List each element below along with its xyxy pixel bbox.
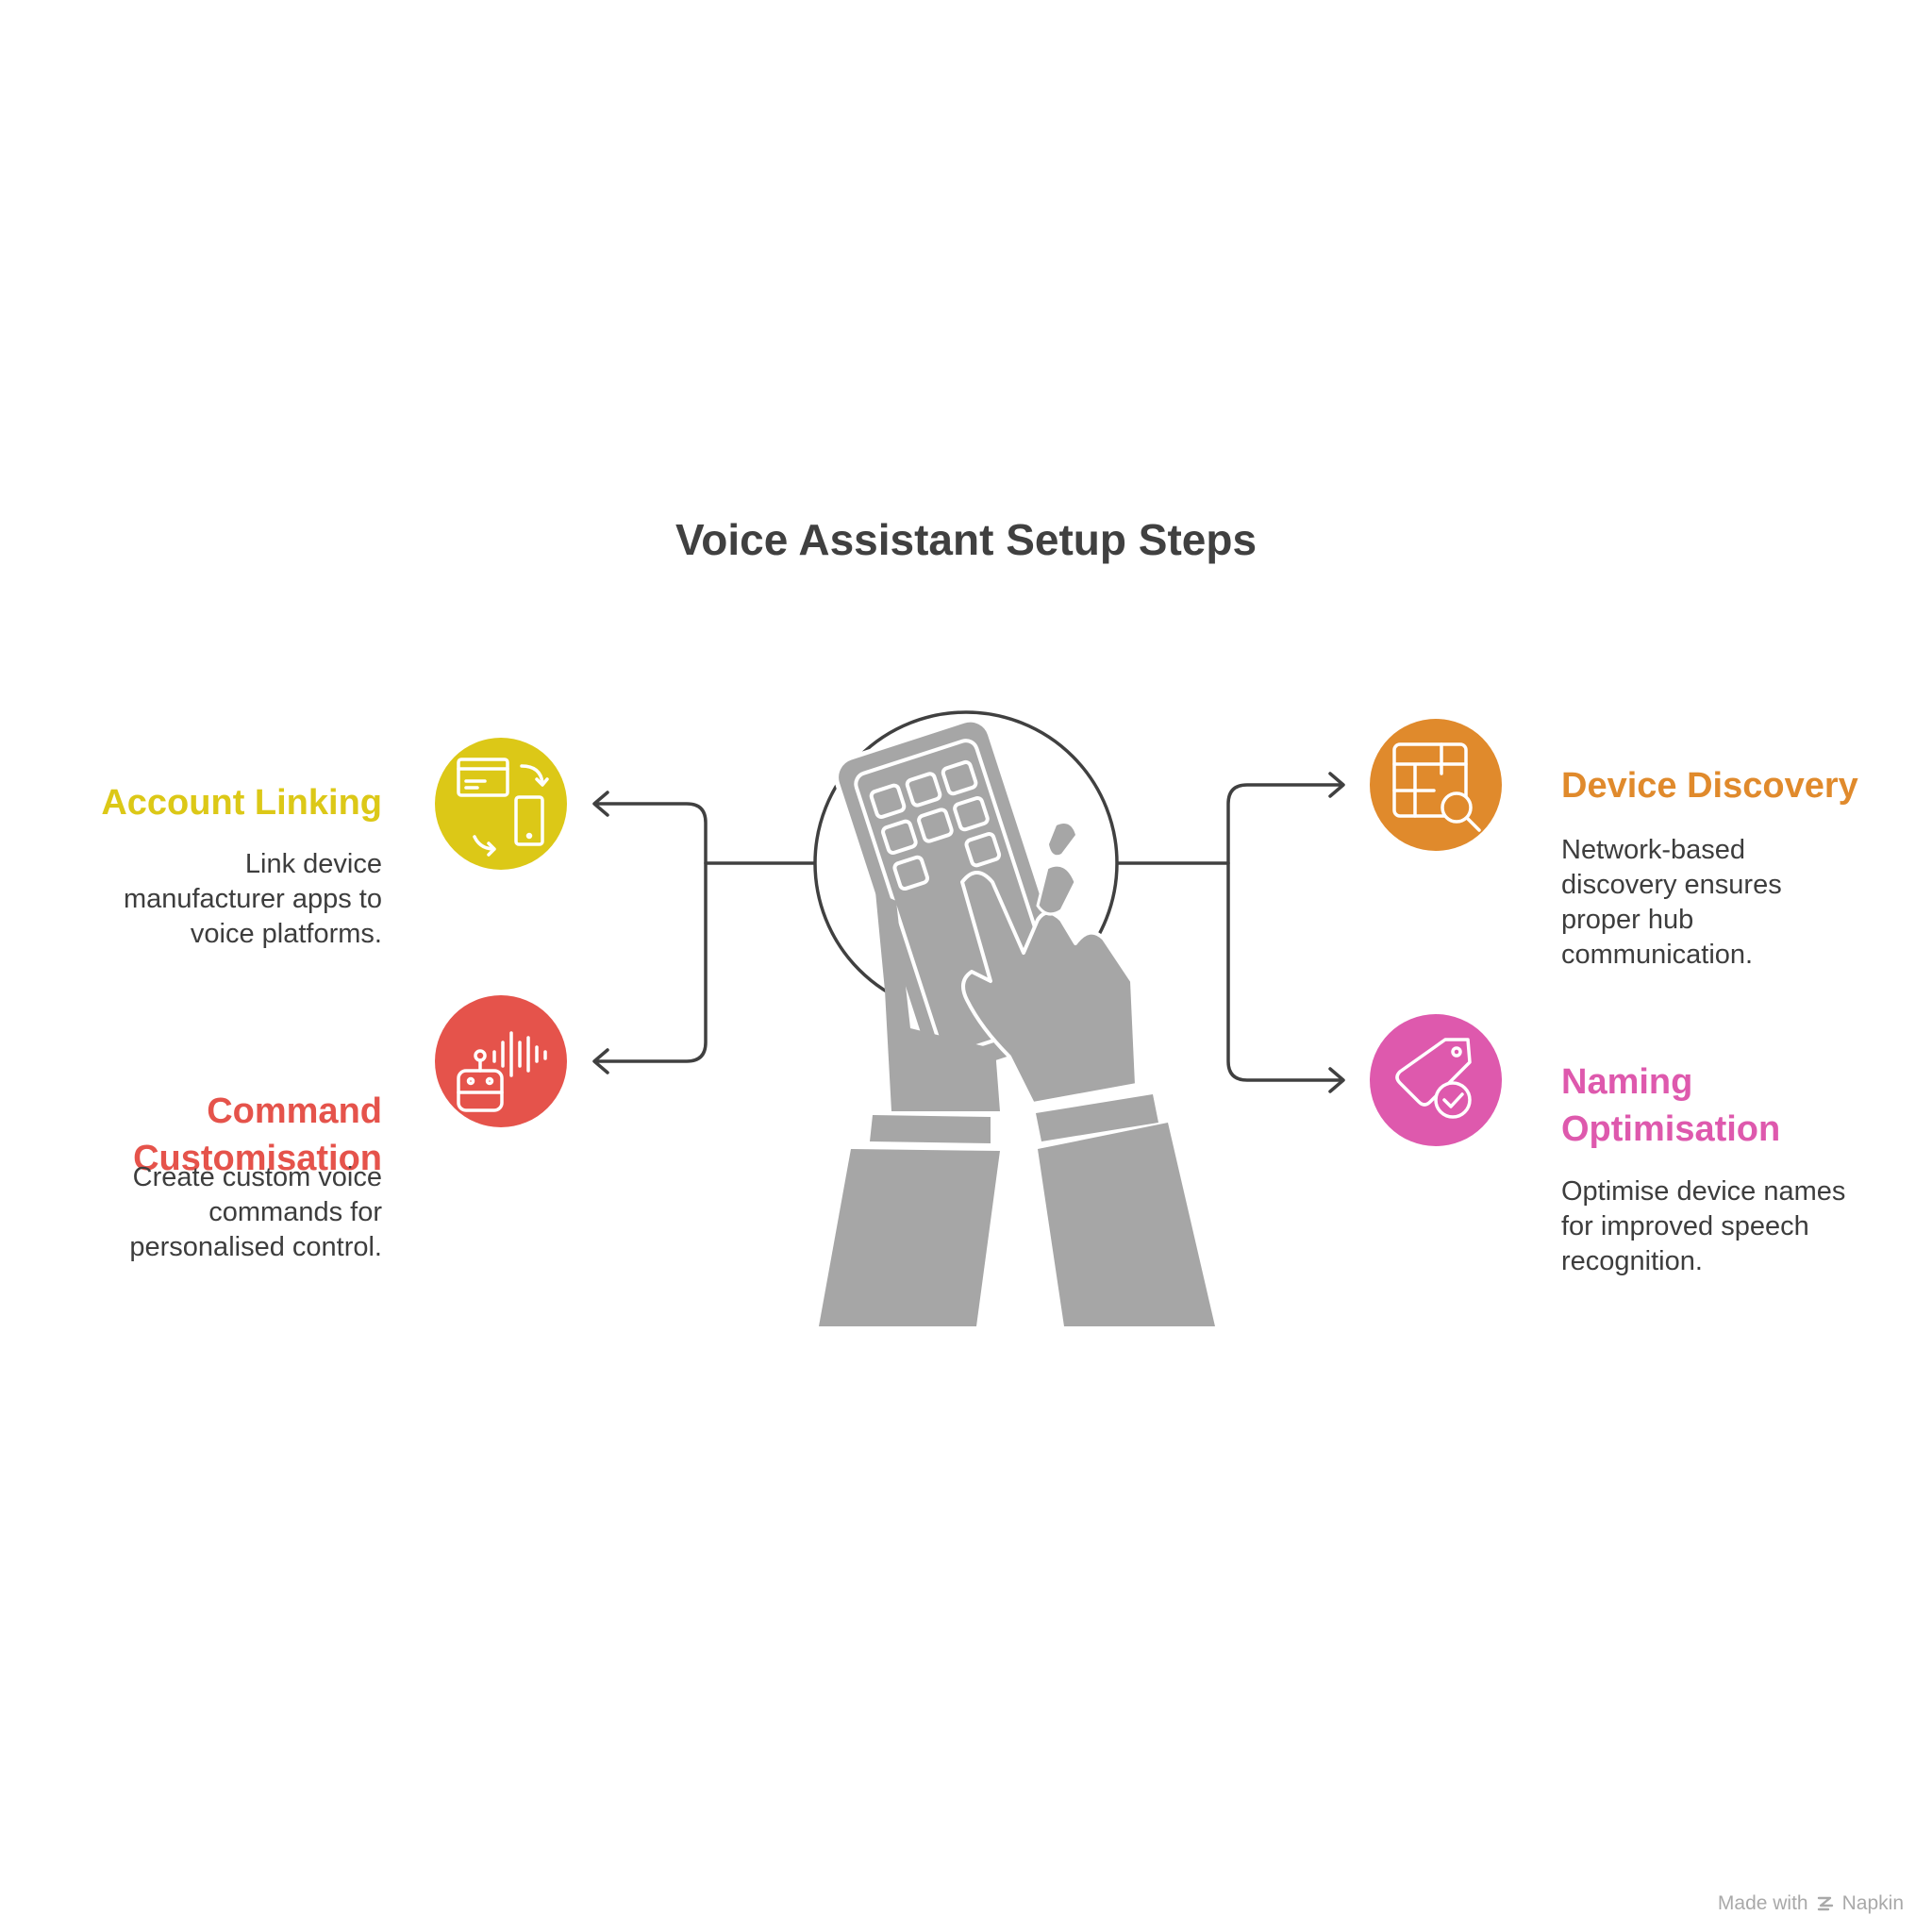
page-title: Voice Assistant Setup Steps: [675, 515, 1257, 564]
voice-robot-icon: [435, 995, 567, 1127]
footer-brand: Napkin: [1841, 1892, 1904, 1914]
heading-account-linking: Account Linking: [101, 783, 382, 823]
hands-keypad-icon: [813, 710, 1215, 1326]
heading-device-discovery: Device Discovery: [1561, 766, 1858, 806]
arrow-naming-optimisation: [1328, 1067, 1345, 1093]
device-sync-icon: [435, 738, 567, 870]
connector-right-branch: [1226, 783, 1343, 1082]
desc-command-customisation: Create custom voice commands for persona…: [129, 1162, 382, 1262]
arrow-command-customisation: [592, 1048, 609, 1074]
arrow-account-linking: [592, 791, 609, 817]
connectors: [592, 772, 1345, 1093]
heading-naming-optimisation: Naming Optimisation: [1561, 1062, 1781, 1149]
desc-naming-optimisation: Optimise device names for improved speec…: [1561, 1176, 1846, 1276]
tag-check-icon: [1370, 1014, 1502, 1146]
desc-device-discovery: Network-based discovery ensures proper h…: [1561, 835, 1782, 970]
desc-account-linking: Link device manufacturer apps to voice p…: [123, 849, 382, 949]
connector-left-branch: [594, 802, 708, 1063]
napkin-logo-icon: [1817, 1896, 1833, 1911]
heading-command-customisation-text: Command Customisation: [133, 1091, 382, 1178]
grid-search-icon: [1370, 719, 1502, 851]
footer-made-with: Made with: [1717, 1892, 1808, 1914]
heading-command-customisation: Command Customisation: [71, 1041, 382, 1182]
footer-watermark: Made with Napkin: [1718, 1892, 1904, 1915]
arrow-device-discovery: [1328, 772, 1345, 798]
